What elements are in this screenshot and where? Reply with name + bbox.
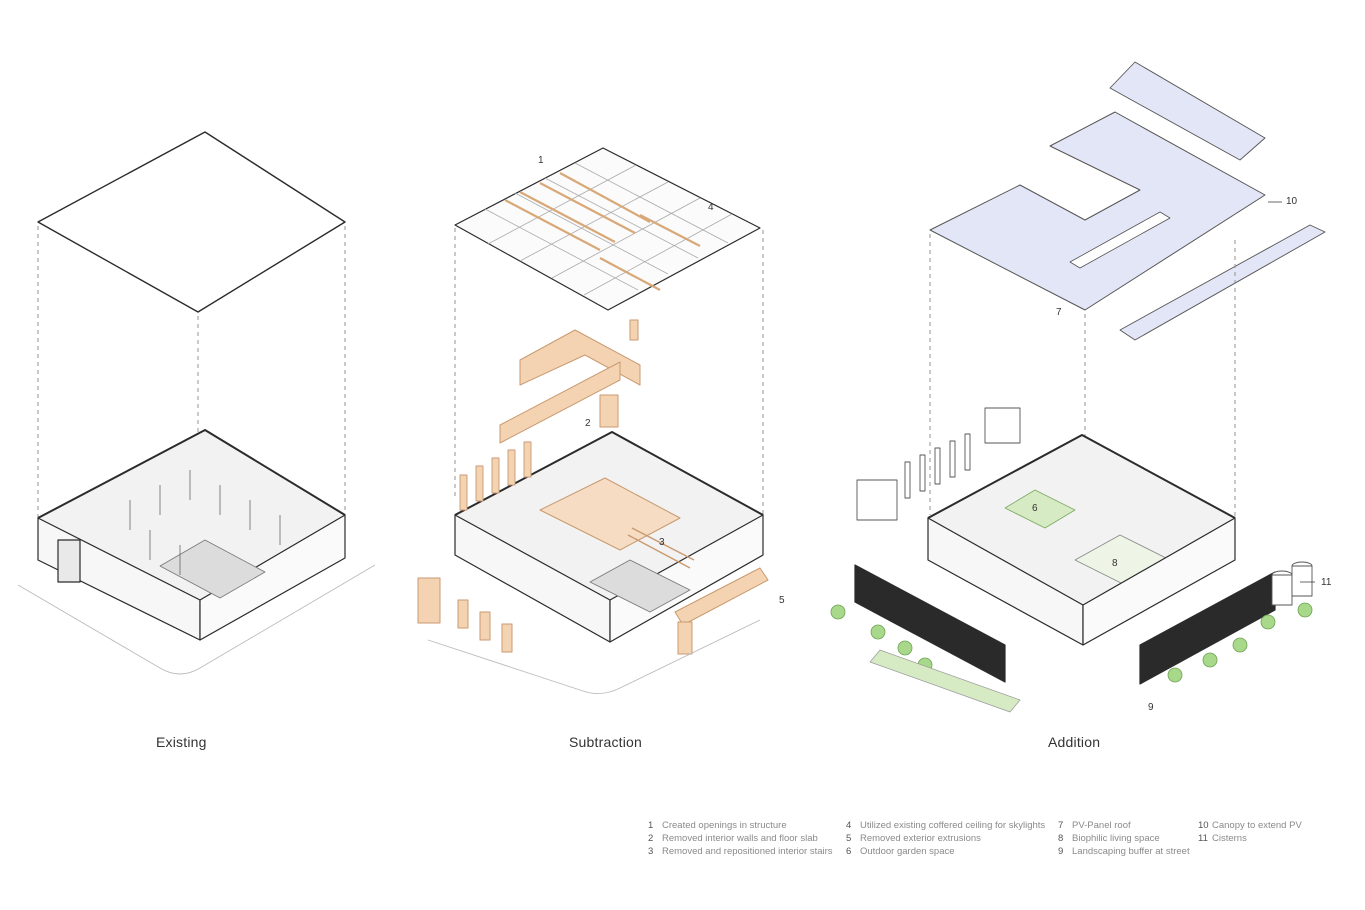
subtraction-courtyard [589,559,691,613]
subtraction-removed-windows [459,441,532,511]
existing-courtyard [159,539,266,599]
callout-4: 4 [708,202,714,213]
addition-side-wall [1082,517,1236,646]
callout-2: 2 [585,418,591,429]
addition-dark-facade-right [1139,571,1276,685]
existing-stair-extrusion [57,539,81,583]
addition-dark-facade-left [854,564,1006,683]
addition-garden-space [1004,489,1076,529]
subtraction-skylight-openings [504,172,701,291]
callout-7: 7 [1056,307,1062,318]
callout-9: 9 [1148,702,1154,713]
subtraction-removed-extrusions [417,567,769,655]
existing-diagram [17,131,376,675]
existing-back-wall [37,429,346,519]
callout-11: 11 [1321,577,1332,588]
existing-site-curb [17,564,376,675]
callout-3: 3 [659,537,665,548]
addition-pv-roof [929,111,1266,311]
subtraction-removed-floor-slab [539,477,681,551]
addition-diagram [830,61,1326,713]
addition-landscape-strip [869,649,1021,713]
callout-8: 8 [1112,558,1118,569]
callout-6: 6 [1032,503,1038,514]
callout-1: 1 [538,155,544,166]
existing-columns [129,470,281,575]
existing-building-side-wall [199,514,346,641]
existing-guide-lines [37,226,346,520]
existing-roof-slab [37,131,346,313]
addition-guide-lines [929,234,1236,520]
subtraction-roof [454,147,761,311]
caption-subtraction: Subtraction [569,734,643,750]
addition-back-wall [927,434,1236,519]
addition-skylight-strip [1069,211,1171,269]
addition-cisterns [1271,561,1313,606]
subtraction-back-wall [454,431,764,516]
subtraction-roof-grid [484,162,733,296]
caption-addition: Addition [1048,734,1101,750]
subtraction-site-curb [427,619,761,694]
addition-pv-canopy-top [1109,61,1266,161]
callout-5: 5 [779,595,785,606]
callout-leaders [1268,201,1315,583]
caption-existing: Existing [156,734,207,750]
callout-10: 10 [1286,196,1298,207]
subtraction-diagram [417,147,769,694]
addition-glazing-panels [856,407,1021,521]
subtraction-guide-lines [454,228,764,515]
subtraction-repositioned-stairs [627,527,695,569]
subtraction-removed-walls [499,319,641,444]
addition-pv-canopy-side [1119,224,1326,341]
